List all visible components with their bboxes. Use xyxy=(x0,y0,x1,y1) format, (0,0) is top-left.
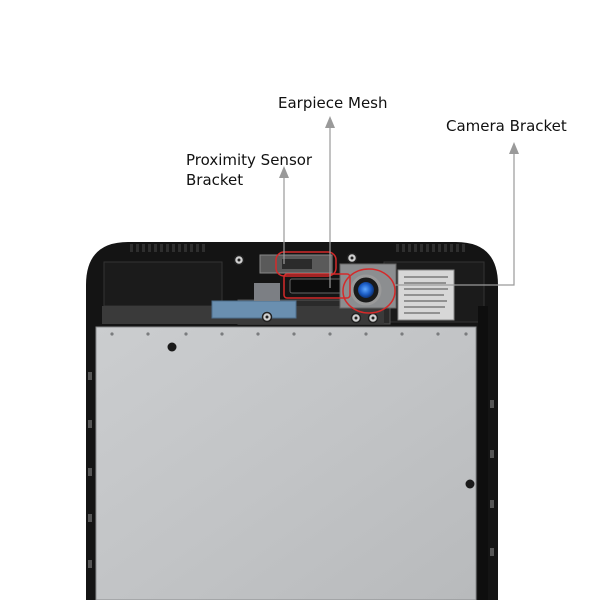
top-grille-right xyxy=(396,244,465,252)
right-edge-notches xyxy=(490,400,494,556)
backplate-hole-left xyxy=(167,342,177,352)
camera-callout-line xyxy=(395,152,515,286)
backplate-hole-right xyxy=(465,479,475,489)
proximity-sensor-label-line1: Proximity Sensor xyxy=(186,151,313,169)
earpiece-mesh-label: Earpiece Mesh xyxy=(278,94,388,112)
camera-bracket-label: Camera Bracket xyxy=(446,117,567,135)
earpiece-highlight xyxy=(283,273,351,299)
earpiece-mesh xyxy=(289,278,347,294)
front-camera-glass xyxy=(358,282,374,298)
proximity-highlight xyxy=(275,251,337,277)
proximity-bracket-inner xyxy=(282,259,312,269)
camera-highlight xyxy=(342,268,396,314)
left-top-panel xyxy=(103,261,223,307)
left-edge-notches xyxy=(88,372,92,568)
sticker-print-lines xyxy=(404,276,448,314)
blue-flex-cable xyxy=(211,300,297,319)
proximity-callout-arrow xyxy=(279,166,289,178)
proximity-sensor-bracket-label: Proximity Sensor Bracket xyxy=(186,150,312,190)
proximity-sensor-label-line2: Bracket xyxy=(186,171,244,189)
top-grille-left xyxy=(130,244,205,252)
earpiece-callout-arrow xyxy=(325,116,335,128)
backplate-rivets xyxy=(110,332,468,336)
camera-callout-arrow xyxy=(509,142,519,154)
lcd-backplate xyxy=(95,326,477,600)
right-inner-rail xyxy=(478,306,488,600)
flex-tab xyxy=(254,283,280,301)
screws xyxy=(233,252,379,324)
